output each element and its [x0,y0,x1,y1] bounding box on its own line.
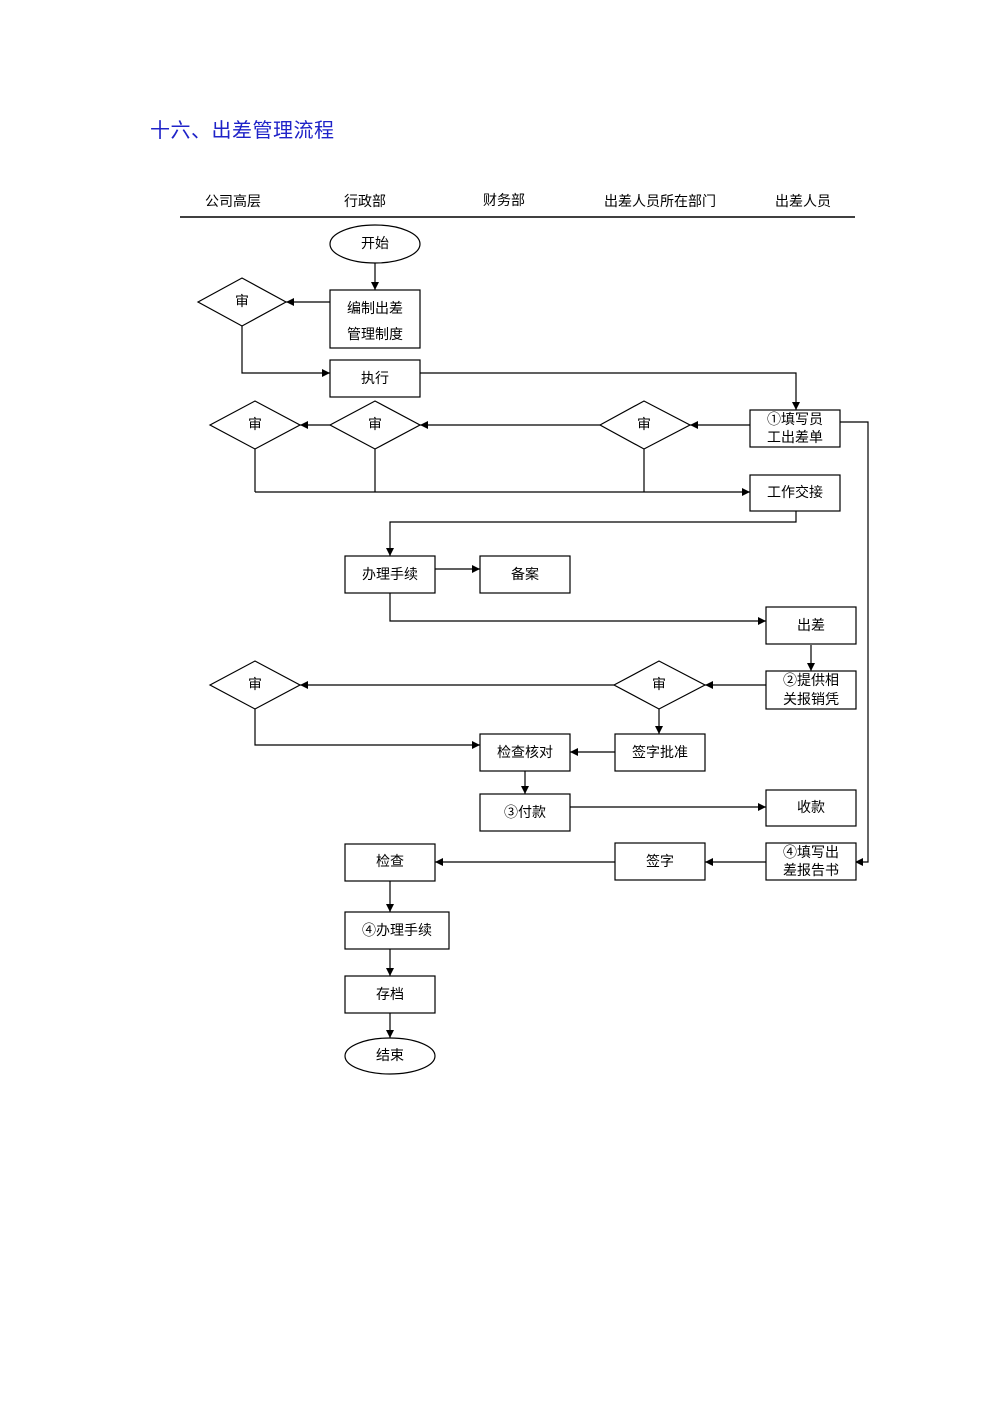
receive-label: 收款 [797,800,825,816]
trip-box [765,606,857,645]
end-node [344,1037,436,1075]
fill-form-label-2: 工出差单 [767,430,823,446]
arrow-approve-to-execute [241,326,330,377]
report-box [765,842,857,881]
lane-label-senior-management: 公司高层 [205,194,261,210]
archive-label: 存档 [376,987,404,1003]
fill-form-box [749,409,841,448]
trip-label: 出差 [797,618,825,634]
pay-label: ③付款 [504,805,546,821]
sign-approve-label: 签字批准 [632,744,688,761]
handover-label: 工作交接 [767,484,823,501]
approve-top-diamond-2 [208,400,302,450]
arrow-handover-to-procedures [386,511,797,556]
approve-top-label-2: 审 [248,417,262,433]
page-title: 十六、出差管理流程 [150,118,335,142]
vouchers-box [765,670,857,710]
approve-admin-diamond [328,400,422,450]
check-box [344,843,436,882]
end-label: 结束 [376,1048,404,1064]
arrow-fill-form-to-report [840,421,869,866]
procedures-label: 办理手续 [362,566,418,583]
lane-label-admin-dept: 行政部 [344,194,386,210]
procedures-box [344,555,436,594]
lane-label-traveler-dept: 出差人员所在部门 [604,194,716,210]
arrow-procedures-to-trip [389,593,766,625]
procedures-4-label: ④办理手续 [362,922,432,939]
draft-policy-label-2: 管理制度 [347,327,403,343]
approve-dept-diamond-2 [612,660,707,710]
sign-label: 签字 [646,853,674,870]
file-record-box [479,555,571,594]
execute-label: 执行 [361,371,389,387]
approve-top-diamond-1 [196,277,288,327]
approve-dept-label-1: 审 [637,417,651,433]
draft-policy-label-1: 编制出差 [347,301,403,317]
pay-box [479,793,571,832]
report-label-2: 差报告书 [783,863,839,879]
start-label: 开始 [361,236,389,252]
approve-dept-label-2: 审 [652,677,666,693]
procedures-4-box [344,911,450,950]
lane-label-finance-dept: 财务部 [483,193,525,209]
draft-policy-box [329,289,421,349]
archive-box [344,975,436,1014]
arrow-top-approve-to-verify [254,709,480,749]
approve-admin-label: 审 [368,417,382,433]
report-label-1: ④填写出 [783,845,839,861]
file-record-label: 备案 [511,566,539,583]
execute-box [329,359,421,398]
vouchers-label-2: 关报销凭 [783,692,839,708]
verify-label: 检查核对 [497,745,553,761]
lane-label-traveler: 出差人员 [775,194,831,210]
receive-box [765,789,857,827]
verify-box [479,733,571,772]
check-label: 检查 [376,854,404,870]
arrow-execute-to-fill-form [420,372,800,410]
sign-box [614,842,706,881]
approve-dept-diamond-1 [598,400,692,450]
approve-top-label-3: 审 [248,677,262,693]
start-node [329,224,421,264]
approve-top-label-1: 审 [235,294,249,310]
sign-approve-box [614,733,706,772]
approve-top-diamond-3 [208,660,302,710]
fill-form-label-1: ①填写员 [767,412,823,428]
handover-box [749,474,841,512]
vouchers-label-1: ②提供相 [783,673,839,689]
